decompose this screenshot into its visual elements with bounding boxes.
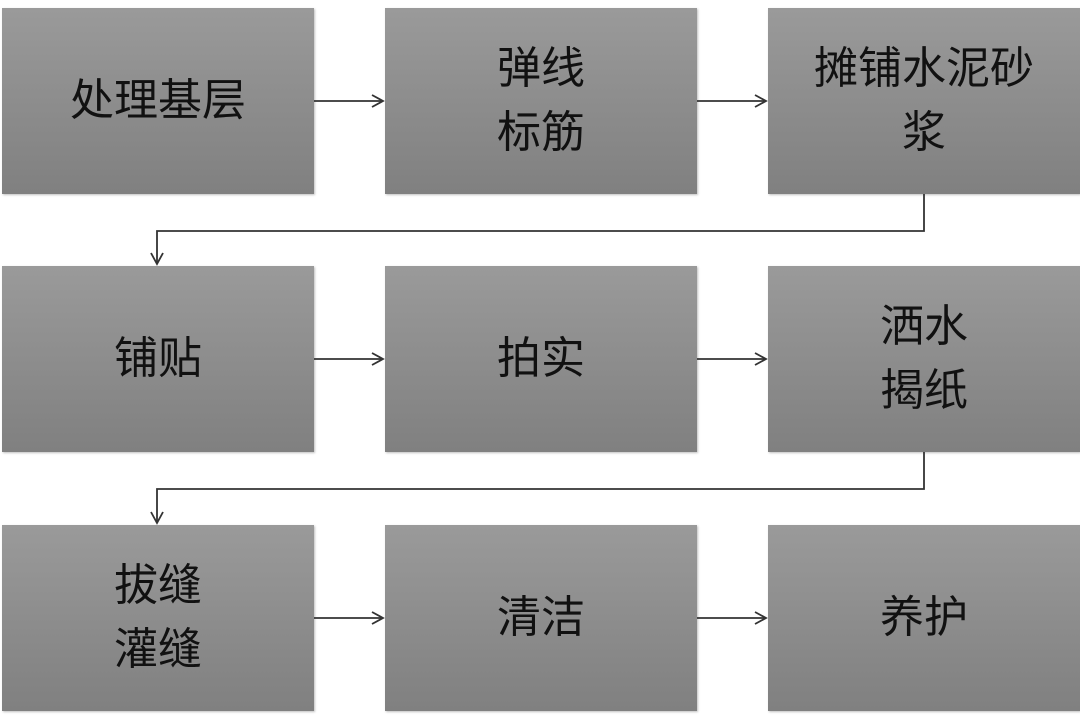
step-box-5: 拍实 xyxy=(385,266,697,452)
step-label-4: 铺贴 xyxy=(114,333,202,385)
step-label-8: 清洁 xyxy=(497,592,585,644)
step-label-3: 摊铺水泥砂 浆 xyxy=(814,43,1034,158)
step-label-1: 处理基层 xyxy=(70,75,246,127)
arrow-6-to-7 xyxy=(150,452,925,525)
arrow-3-to-4 xyxy=(150,194,925,266)
step-label-9: 养护 xyxy=(880,592,968,644)
step-label-7: 拔缝 灌缝 xyxy=(114,560,202,675)
step-box-3: 摊铺水泥砂 浆 xyxy=(768,8,1080,194)
step-box-4: 铺贴 xyxy=(2,266,314,452)
step-box-6: 洒水 揭纸 xyxy=(768,266,1080,452)
step-box-1: 处理基层 xyxy=(2,8,314,194)
step-box-7: 拔缝 灌缝 xyxy=(2,525,314,711)
step-label-6: 洒水 揭纸 xyxy=(880,301,968,416)
step-box-8: 清洁 xyxy=(385,525,697,711)
step-box-2: 弹线 标筋 xyxy=(385,8,697,194)
step-label-2: 弹线 标筋 xyxy=(497,43,585,158)
step-label-5: 拍实 xyxy=(497,333,585,385)
step-box-9: 养护 xyxy=(768,525,1080,711)
